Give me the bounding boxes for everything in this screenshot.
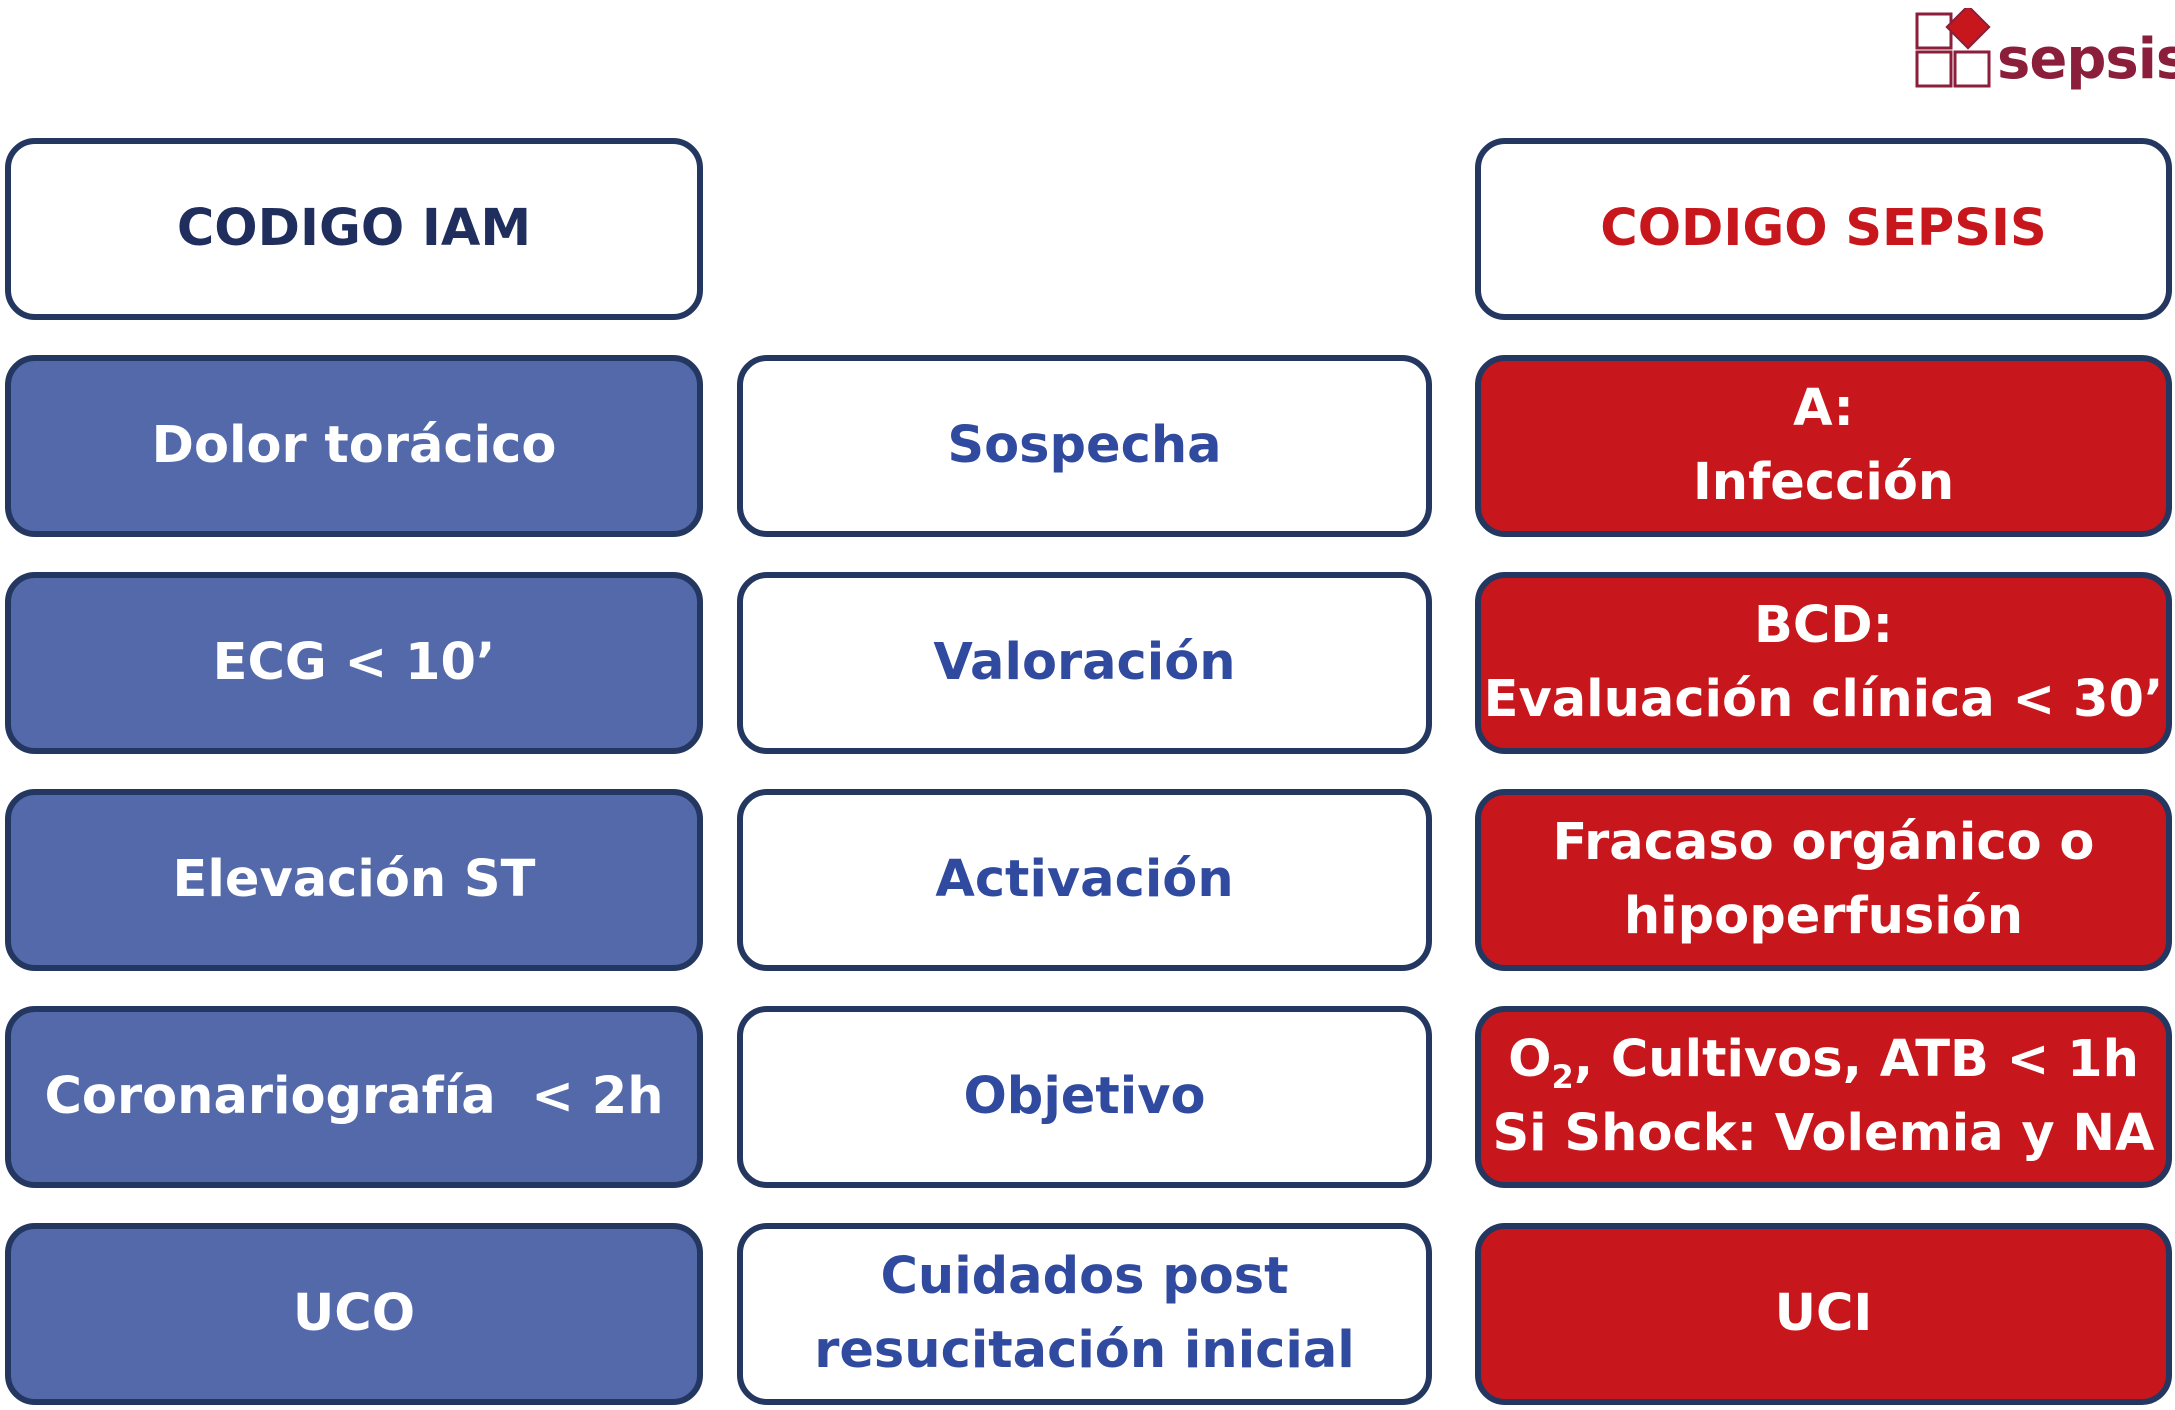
header-codigo-sepsis-label: CODIGO SEPSIS bbox=[1600, 199, 2047, 258]
header-codigo-iam: CODIGO IAM bbox=[5, 138, 703, 320]
sepsis-logo-text: sepsis bbox=[1997, 27, 2175, 92]
sepsis-step-evaluacion: BCD: Evaluación clínica < 30’ bbox=[1475, 572, 2172, 754]
iam-step-label: Dolor torácico bbox=[151, 416, 557, 475]
iam-step-elevacion-st: Elevación ST bbox=[5, 789, 703, 971]
stage-label: Activación bbox=[935, 850, 1234, 909]
sepsis-logo: sepsis bbox=[1915, 8, 2175, 103]
stage-objetivo: Objetivo bbox=[737, 1006, 1432, 1188]
sepsis-step-infeccion: A: Infección bbox=[1475, 355, 2172, 537]
o2-prefix: O bbox=[1508, 1030, 1552, 1089]
stage-activacion: Activación bbox=[737, 789, 1432, 971]
iam-step-ecg: ECG < 10’ bbox=[5, 572, 703, 754]
sepsis-step-label-line2: hipoperfusión bbox=[1623, 887, 2024, 946]
stage-valoracion: Valoración bbox=[737, 572, 1432, 754]
stage-label: Valoración bbox=[933, 633, 1236, 692]
o2-rest: , Cultivos, ATB < 1h bbox=[1573, 1030, 2139, 1089]
stage-sospecha: Sospecha bbox=[737, 355, 1432, 537]
stage-label: Sospecha bbox=[947, 416, 1222, 475]
sepsis-step-uci: UCI bbox=[1475, 1223, 2172, 1405]
sepsis-step-tratamiento: O2, Cultivos, ATB < 1h Si Shock: Volemia… bbox=[1475, 1006, 2172, 1188]
sepsis-step-label-line1: A: bbox=[1793, 379, 1854, 438]
sepsis-step-label-line2: Evaluación clínica < 30’ bbox=[1483, 670, 2164, 729]
stage-label: Objetivo bbox=[963, 1067, 1206, 1126]
sepsis-step-label: UCI bbox=[1774, 1284, 1873, 1343]
sepsis-step-label-line2: Infección bbox=[1692, 453, 1955, 512]
sepsis-step-label-line2: Si Shock: Volemia y NA bbox=[1492, 1104, 2155, 1163]
iam-step-label: UCO bbox=[292, 1284, 416, 1343]
stage-cuidados-post: Cuidados post resucitación inicial bbox=[737, 1223, 1432, 1405]
header-codigo-iam-label: CODIGO IAM bbox=[176, 199, 532, 258]
stage-label-line2: resucitación inicial bbox=[814, 1321, 1355, 1380]
iam-step-label: Elevación ST bbox=[172, 850, 536, 909]
iam-step-label: Coronariografía < 2h bbox=[44, 1067, 664, 1126]
o2-subscript: 2 bbox=[1551, 1058, 1574, 1096]
sepsis-step-label-line1: O2, Cultivos, ATB < 1h bbox=[1508, 1023, 2139, 1097]
iam-step-uco: UCO bbox=[5, 1223, 703, 1405]
header-codigo-sepsis: CODIGO SEPSIS bbox=[1475, 138, 2172, 320]
sepsis-step-label-line1: BCD: bbox=[1753, 596, 1894, 655]
iam-step-coronariografia: Coronariografía < 2h bbox=[5, 1006, 703, 1188]
iam-step-dolor-toracico: Dolor torácico bbox=[5, 355, 703, 537]
sepsis-step-fracaso-organico: Fracaso orgánico o hipoperfusión bbox=[1475, 789, 2172, 971]
stage-label-line1: Cuidados post bbox=[880, 1247, 1289, 1306]
sepsis-logo-squares-icon bbox=[1915, 8, 1991, 88]
sepsis-step-label-line1: Fracaso orgánico o bbox=[1552, 813, 2095, 872]
iam-step-label: ECG < 10’ bbox=[212, 633, 496, 692]
